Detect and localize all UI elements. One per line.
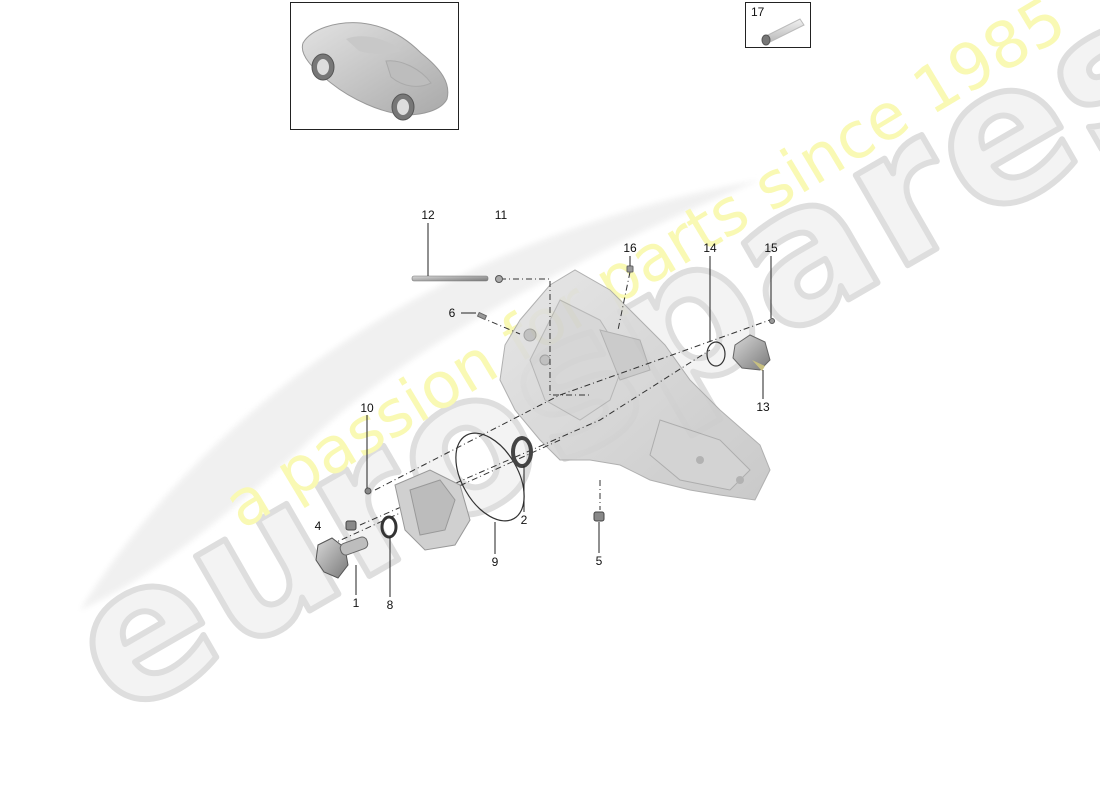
part-8-seal: [380, 515, 398, 539]
vehicle-thumbnail[interactable]: [290, 2, 459, 130]
part-10-pin: [364, 487, 372, 495]
part-13-actuator: [732, 334, 771, 371]
part-11-nut: [495, 275, 503, 283]
part-6-bolt: [476, 311, 488, 321]
callout-8[interactable]: 8: [386, 598, 394, 612]
callout-4[interactable]: 4: [314, 519, 322, 533]
part-12-shaft: [411, 275, 489, 282]
transmission-housing: [499, 269, 771, 501]
callout-14[interactable]: 14: [703, 241, 717, 255]
callout-1[interactable]: 1: [352, 596, 360, 610]
differential-cover: [394, 469, 471, 551]
callout-15[interactable]: 15: [764, 241, 778, 255]
part-2-bearing: [511, 436, 533, 468]
part-14-oring: [706, 341, 726, 367]
callout-11[interactable]: 11: [494, 208, 508, 222]
part-4-plug: [345, 520, 357, 531]
callout-2[interactable]: 2: [520, 513, 528, 527]
grease-tube-icon: [761, 18, 805, 46]
callout-5[interactable]: 5: [595, 554, 603, 568]
callout-16[interactable]: 16: [623, 241, 637, 255]
part-5-drain-plug: [593, 511, 605, 522]
callout-10[interactable]: 10: [360, 401, 374, 415]
callout-9[interactable]: 9: [491, 555, 499, 569]
thumbnail-label: 17: [751, 5, 765, 19]
part-15-bolt: [769, 318, 775, 324]
car-icon: [301, 22, 449, 121]
callout-13[interactable]: 13: [756, 400, 770, 414]
part-1-flange: [315, 536, 369, 579]
callout-12[interactable]: 12: [421, 208, 435, 222]
callout-6[interactable]: 6: [448, 306, 456, 320]
grease-tube-thumbnail[interactable]: 17: [745, 2, 811, 48]
